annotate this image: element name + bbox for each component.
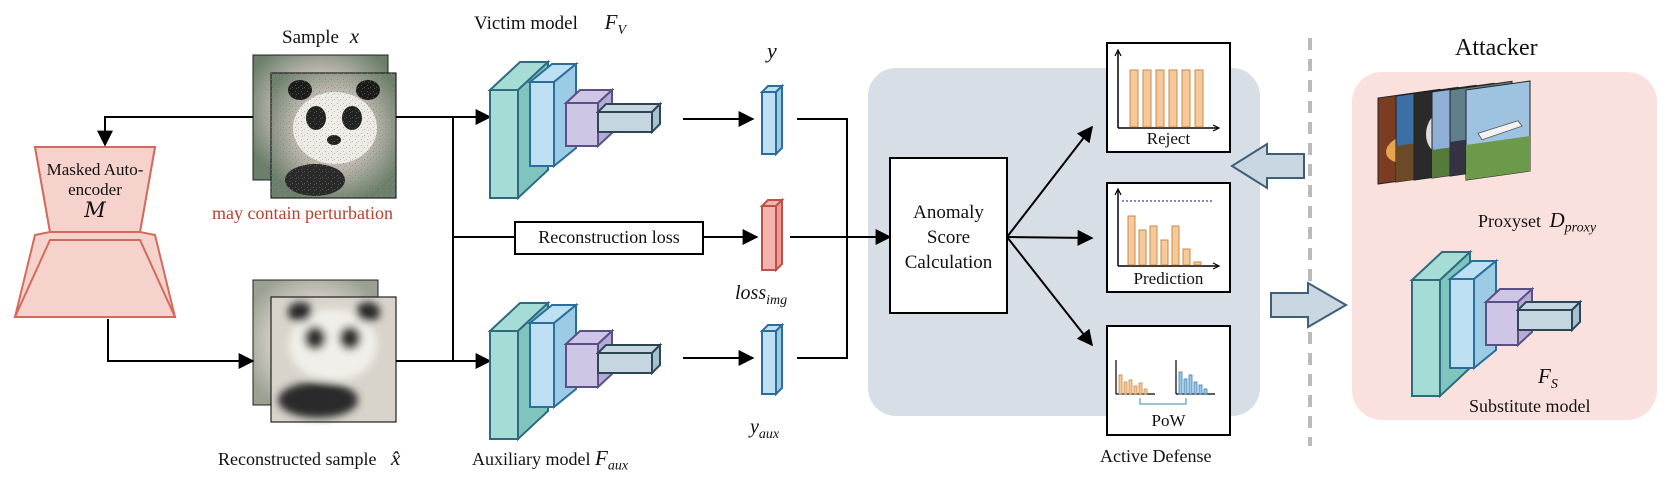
aux-var: F (594, 446, 608, 470)
reconstructed-image-stack (252, 279, 397, 423)
proxy-sub: proxy (1564, 220, 1597, 236)
output-vector-yaux (759, 322, 785, 397)
outputs-to-anomaly-lines (790, 118, 892, 359)
reconstructed-sample-text: Reconstructed sample (218, 449, 377, 469)
aux-model-text: Auxiliary model (472, 449, 591, 469)
loss-img-label: lossimg (735, 282, 787, 309)
input-branch-lines (396, 109, 515, 369)
arrow-left-block (1230, 142, 1305, 190)
substitute-sub: S (1550, 377, 1558, 393)
output-vector-loss (759, 197, 785, 273)
pow-label: PoW (1151, 411, 1186, 430)
sample-image-stack (252, 54, 397, 199)
loss-var: loss (735, 282, 767, 304)
output-vector-y (759, 83, 785, 157)
substitute-var: F (1538, 364, 1551, 388)
anomaly-score-label: Anomaly Score Calculation (890, 200, 1007, 275)
perturbation-note: may contain perturbation (212, 203, 393, 223)
mae-line1: Masked Auto- (46, 160, 144, 179)
yaux-label: yaux (750, 416, 779, 443)
mae-line2: encoder (68, 180, 122, 199)
y-label: y (767, 38, 777, 63)
mae-label: Masked Auto- encoder M (30, 160, 160, 222)
yaux-var: y (750, 416, 759, 438)
proxy-var: D (1549, 208, 1565, 232)
victim-model-text: Victim model (474, 13, 578, 34)
anomaly-line3: Calculation (904, 252, 993, 273)
victim-sub: V (617, 22, 627, 38)
mae-var: M (84, 198, 106, 222)
victim-model-network (487, 59, 663, 201)
proxyset-label: Proxyset Dproxy (1478, 208, 1596, 237)
active-defense-label: Active Defense (1100, 446, 1212, 466)
attacker-label: Attacker (1455, 35, 1538, 61)
mae-connectors (97, 116, 255, 369)
recon-var: x̂ (390, 446, 401, 470)
loss-sub: img (766, 293, 788, 308)
substitute-var-label: FS (1538, 364, 1558, 393)
auxiliary-model-network (487, 300, 663, 442)
anomaly-line2: Score (926, 227, 971, 248)
victim-model-label: Victim model FV (474, 10, 626, 39)
substitute-model-network (1409, 249, 1583, 399)
sample-label: Sample x (282, 24, 359, 49)
sample-var: x (349, 24, 360, 48)
anomaly-to-defense-arrows (1006, 125, 1094, 347)
prediction-label: Prediction (1133, 269, 1204, 288)
pow-chart-box (1106, 325, 1231, 436)
proxyset-text: Proxyset (1478, 211, 1541, 231)
yaux-sub: aux (758, 427, 780, 442)
victim-var: F (604, 10, 618, 34)
aux-sub: aux (607, 458, 629, 474)
substitute-model-label: Substitute model (1469, 396, 1591, 416)
auxiliary-model-label: Auxiliary model Faux (472, 446, 628, 475)
anomaly-line1: Anomaly (913, 202, 984, 223)
sample-text: Sample (282, 27, 339, 48)
reconstruction-loss-label: Reconstruction loss (538, 227, 680, 247)
prediction-chart-box (1106, 182, 1231, 293)
anomaly-score-box (889, 157, 1008, 314)
reject-label: Reject (1146, 129, 1191, 148)
reject-chart-box (1106, 42, 1231, 153)
reconstructed-sample-label: Reconstructed sample x̂ (218, 446, 400, 471)
proxy-image-stack (1377, 80, 1531, 185)
arrow-right-block (1270, 281, 1348, 329)
